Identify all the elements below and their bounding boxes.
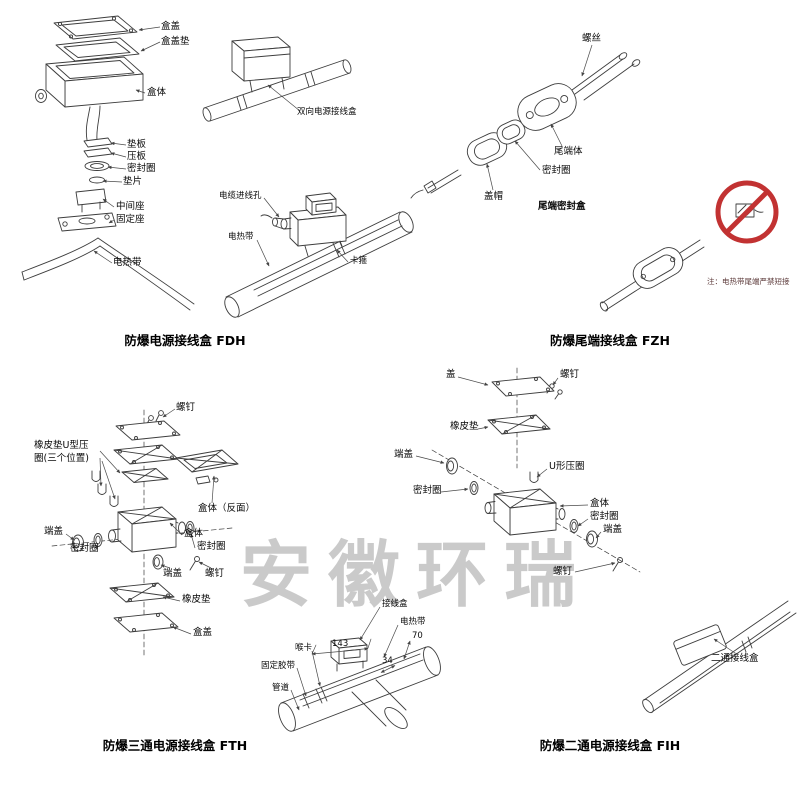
fih-drawing <box>431 367 797 714</box>
fdh-label-cover: 盒盖 <box>161 21 181 32</box>
fth-caption: 防爆三通电源接线盒 FTH <box>102 738 248 753</box>
fih-caption: 防爆二通电源接线盒 FIH <box>539 738 681 753</box>
fdh-label-press-plate: 压板 <box>127 151 147 162</box>
fth-label-u-ring-2: 圈(三个位置) <box>34 453 89 464</box>
inlet-drawing <box>224 192 414 318</box>
fdh-label-shim: 垫片 <box>123 176 143 187</box>
inlet-label-cable-hole: 电缆进线孔 <box>219 191 262 201</box>
pipe-label-duct: 管道 <box>272 683 290 693</box>
fth-label-end-cap-left: 端盖 <box>44 526 64 537</box>
inlet-label-heat-trace: 电热带 <box>228 232 254 242</box>
fih-label-seal-left: 密封圈 <box>413 485 442 496</box>
watermark: 安徽环瑞 <box>240 533 593 617</box>
fth-label-body: 盒体 <box>184 528 204 539</box>
pipe-label-fix-tape: 固定胶带 <box>261 661 296 671</box>
fzh-label-cap: 盖帽 <box>484 191 504 202</box>
fzh-label-seal-ring: 密封圈 <box>542 165 571 176</box>
fth-label-seal-right: 密封圈 <box>197 541 226 552</box>
pipe-drawing <box>278 637 441 732</box>
fth-drawing <box>51 409 239 659</box>
pipe-dim-70: 70 <box>412 631 423 641</box>
fdh-label-heat-trace: 电热带 <box>113 257 142 268</box>
fzh-drawing <box>410 52 705 312</box>
fdh-label-cover-gasket: 盒盖垫 <box>161 36 190 47</box>
bidir-label: 双向电源接线盒 <box>297 107 357 117</box>
fth-label-end-cap-right: 端盖 <box>163 568 183 579</box>
leader-lines <box>65 26 736 711</box>
inlet-label-clamp: 卡箍 <box>350 256 368 266</box>
fdh-label-body: 盒体 <box>147 87 167 98</box>
pipe-dim-143: 143 <box>332 639 349 649</box>
fdh-label-seal-ring: 密封圈 <box>127 163 156 174</box>
fth-label-screw-top: 螺钉 <box>176 402 196 413</box>
fdh-drawing <box>21 15 195 311</box>
fth-label-body-back: 盒体（反面） <box>198 503 256 514</box>
fih-label-screw-right: 螺钉 <box>553 566 573 577</box>
fih-label-screw-top: 螺钉 <box>560 369 580 380</box>
fdh-label-fixed-seat: 固定座 <box>116 214 145 225</box>
fih-label-end-cap-left: 端盖 <box>394 449 414 460</box>
fzh-label-tail-body: 尾端体 <box>554 146 583 157</box>
fdh-label-backing-plate: 垫板 <box>127 139 147 150</box>
fdh-label-middle-seat: 中间座 <box>116 201 145 212</box>
fth-label-seal-left: 密封圈 <box>70 543 99 554</box>
pipe-label-hose-clamp: 喉卡 <box>295 643 313 653</box>
fth-label-cover: 盒盖 <box>193 627 213 638</box>
fth-label-u-ring-1: 橡皮垫U型压 <box>34 440 89 451</box>
fih-label-end-cap-right: 端盖 <box>603 524 623 535</box>
pipe-label-heat-trace: 电热带 <box>400 617 426 627</box>
fzh-note: 注：电热带尾端严禁短接 <box>707 277 790 286</box>
fih-label-two-way: 二通接线盒 <box>711 653 759 664</box>
fih-label-u-ring: U形压圈 <box>549 461 585 472</box>
fdh-caption: 防爆电源接线盒 FDH <box>124 333 246 348</box>
fih-label-body: 盒体 <box>590 498 610 509</box>
fzh-label-tail-seal-box: 尾端密封盒 <box>538 201 586 212</box>
fih-label-seal-right: 密封圈 <box>590 511 619 522</box>
pipe-label-junction-box: 接线盒 <box>382 599 408 609</box>
fzh-label-screw: 螺丝 <box>582 33 602 44</box>
prohibition-icon <box>715 180 779 244</box>
fih-label-cover: 盖 <box>446 369 456 380</box>
fzh-caption: 防爆尾端接线盒 FZH <box>550 333 670 348</box>
pipe-dim-34: 34 <box>382 656 393 666</box>
fih-label-rubber-pad: 橡皮垫 <box>450 421 479 432</box>
fth-label-rubber-pad: 橡皮垫 <box>182 594 211 605</box>
fth-label-screw-right: 螺钉 <box>205 568 225 579</box>
bidir-drawing <box>202 36 352 122</box>
